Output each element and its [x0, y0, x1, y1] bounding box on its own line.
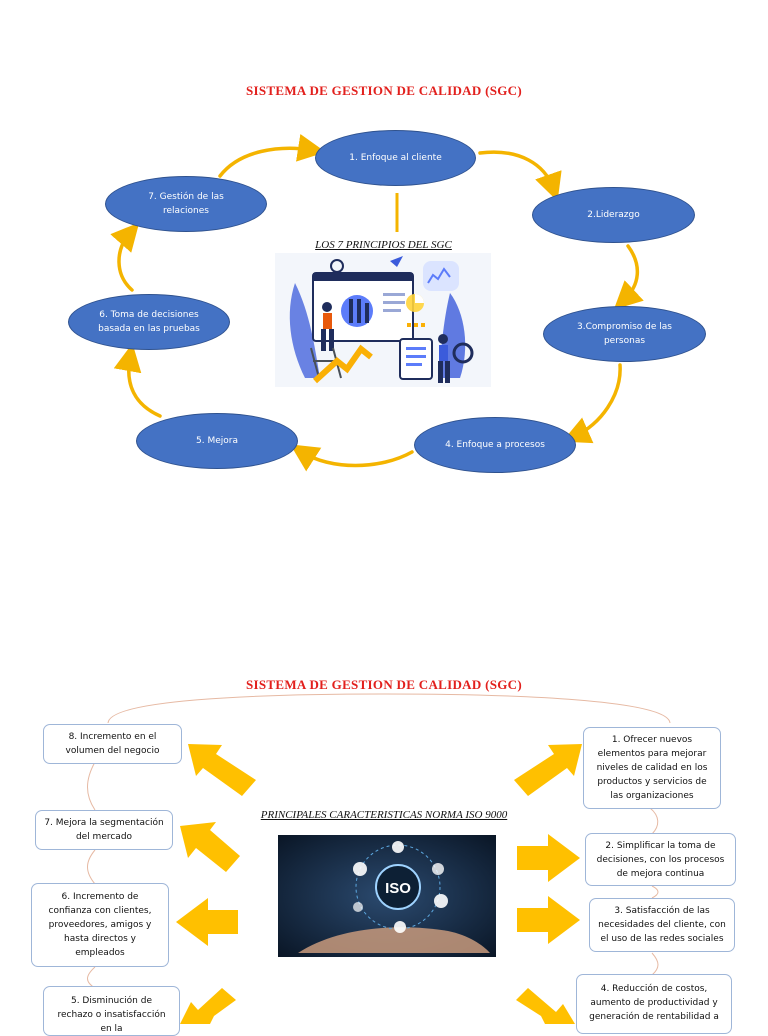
principle-1: 1. Enfoque al cliente — [315, 130, 476, 186]
arrow-right-3 — [517, 896, 580, 944]
left-connector-1 — [87, 761, 96, 811]
arrow-6-to-7 — [110, 222, 140, 292]
arrow-3-to-4 — [562, 363, 622, 444]
right-connector-2 — [651, 885, 659, 899]
arrow-right-1 — [514, 744, 582, 796]
top-bracket — [107, 693, 671, 724]
characteristic-4: 4. Reducción de costos, aumento de produ… — [576, 974, 732, 1034]
principle-7: 7. Gestión de las relaciones — [105, 176, 267, 232]
left-connector-2 — [87, 849, 96, 885]
arrow-4-to-5 — [290, 444, 414, 472]
right-connector-1 — [649, 807, 659, 835]
arrow-right-2 — [517, 834, 580, 882]
characteristic-8: 8. Incremento en el volumen del negocio — [43, 724, 182, 764]
arrow-7-to-1 — [218, 134, 326, 178]
left-connector-3 — [87, 966, 96, 989]
dashboard-illustration — [275, 253, 491, 387]
principle-3: 3.Compromiso de las personas — [543, 306, 706, 362]
characteristic-6: 6. Incremento de confianza con clientes,… — [31, 883, 169, 967]
iso-image: ISO — [278, 835, 496, 957]
arrow-left-2 — [180, 822, 240, 872]
arrow-left-4 — [180, 988, 236, 1024]
iso-label: ISO — [385, 880, 411, 897]
characteristic-3: 3. Satisfacción de las necesidades del c… — [589, 898, 735, 952]
section1-title: SISTEMA DE GESTION DE CALIDAD (SGC) — [246, 83, 522, 98]
arrow-left-3 — [176, 898, 238, 946]
arrow-1-to-2 — [478, 150, 562, 202]
right-connector-3 — [651, 952, 659, 976]
arrow-left-1 — [188, 744, 256, 796]
arrow-right-4 — [516, 988, 575, 1024]
principle-5: 5. Mejora — [136, 413, 298, 469]
arrow-5-to-6 — [113, 343, 162, 418]
arrow-2-to-3 — [613, 244, 644, 310]
section1-center-label: LOS 7 PRINCIPIOS DEL SGC — [315, 239, 452, 251]
principle-2: 2.Liderazgo — [532, 187, 695, 243]
characteristic-5: 5. Disminución de rechazo o insatisfacci… — [43, 986, 180, 1036]
section2-title: SISTEMA DE GESTION DE CALIDAD (SGC) — [246, 677, 522, 692]
characteristic-7: 7. Mejora la segmentación del mercado — [35, 810, 173, 850]
principle-6: 6. Toma de decisiones basada en las prue… — [68, 294, 230, 350]
characteristic-2: 2. Simplificar la toma de decisiones, co… — [585, 833, 736, 886]
characteristic-1: 1. Ofrecer nuevos elementos para mejorar… — [583, 727, 721, 809]
section2-center-label: PRINCIPALES CARACTERISTICAS NORMA ISO 90… — [260, 809, 508, 821]
principle-4: 4. Enfoque a procesos — [414, 417, 576, 473]
